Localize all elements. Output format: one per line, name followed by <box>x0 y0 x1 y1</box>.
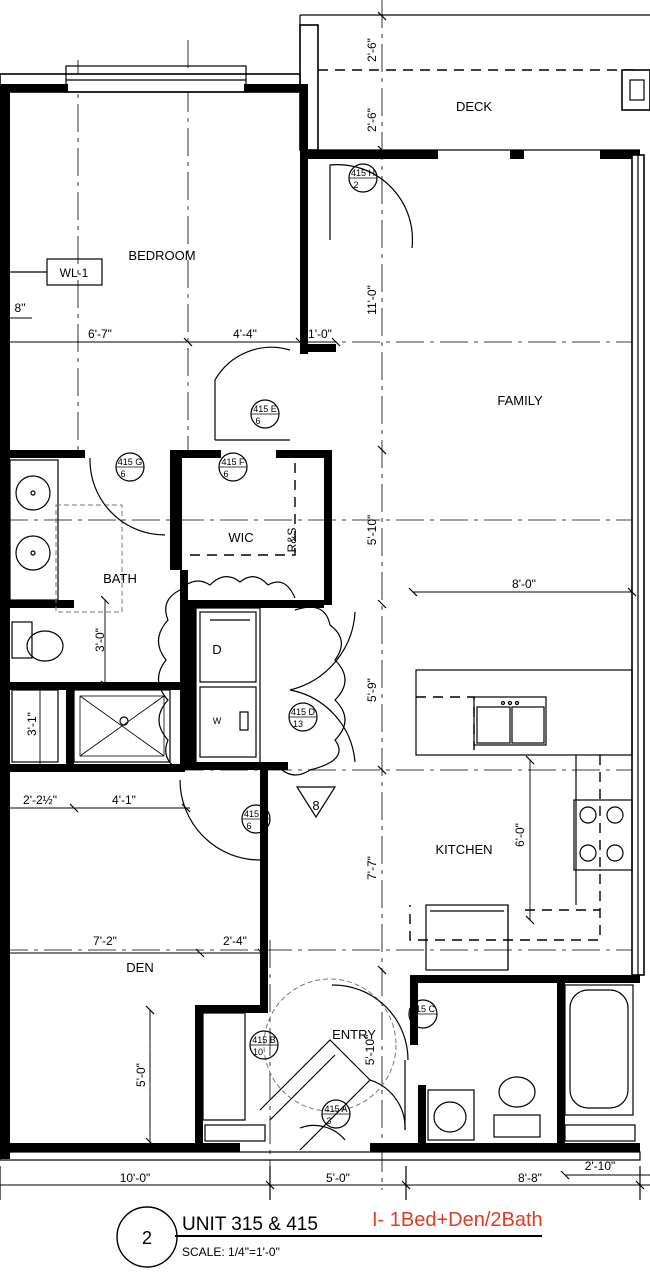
door-tag-a-num: 3 <box>326 1116 331 1126</box>
dimension-ticks <box>0 11 645 1200</box>
dim-den-5-0: 5'-0" <box>134 1063 148 1087</box>
scale-label: SCALE: 1/4"=1'-0" <box>182 1245 280 1259</box>
door-tag-a-top: 415 A <box>324 1104 347 1114</box>
room-label-wic: WIC <box>228 530 253 545</box>
door-tag-b-num: 10 <box>253 1047 263 1057</box>
unit-type-label: I- 1Bed+Den/2Bath <box>372 1209 543 1231</box>
appliance-label-washer: W <box>213 716 222 726</box>
dim-den-2-4: 2'-4" <box>223 934 247 948</box>
wl-tag: WL-1 <box>60 266 89 280</box>
door-tag-b-top: 415 B <box>252 1035 276 1045</box>
room-label-rs: R&S <box>285 528 299 553</box>
room-label-bedroom: BEDROOM <box>128 248 195 263</box>
door-tag-c-den-num: 6 <box>246 821 251 831</box>
keynote-triangle <box>295 786 337 819</box>
dim-kitchen-depth: 7'-7" <box>365 856 379 880</box>
fixtures <box>9 459 634 1141</box>
dim-deck-b: 2'-6" <box>365 108 379 132</box>
room-label-deck: DECK <box>456 99 492 114</box>
door-tag-e-top: 415 E <box>253 404 277 414</box>
dim-bedroom-right: 4'-4" <box>233 327 257 341</box>
dim-linen: 3'-1" <box>25 712 39 736</box>
dim-deck-a: 2'-6" <box>365 38 379 62</box>
dim-entry-5-10: 5'-10" <box>363 1035 377 1066</box>
door-tag-h: 415 H 2 <box>348 163 378 193</box>
dim-bath-2-2-half: 2'-2½" <box>23 793 57 807</box>
door-tag-d-num: 13 <box>293 719 303 729</box>
door-tag-g-top: 415 G <box>118 457 143 467</box>
room-labels: BEDROOM FAMILY DECK BATH WIC KITCHEN DEN… <box>103 99 543 1042</box>
room-label-den: DEN <box>126 960 153 975</box>
door-tag-h-num: 2 <box>353 180 358 190</box>
room-label-bath: BATH <box>103 571 137 586</box>
dimension-lines <box>0 317 650 1186</box>
door-tag-c-bath-num: 6 <box>413 1016 418 1026</box>
keynote-number: 8 <box>312 798 319 813</box>
door-tag-a: 415 A 3 <box>321 1099 351 1129</box>
dim-wic-depth: 5'-10" <box>365 515 379 546</box>
door-tag-g-num: 6 <box>120 469 125 479</box>
annotation-tags: WL-1 8 <box>10 258 337 819</box>
door-tag-h-top: 415 H <box>351 168 375 178</box>
door-tag-e: 415 E 6 <box>250 399 280 429</box>
door-tag-c-bath: 415 C 6 <box>408 999 438 1029</box>
dim-counter-width: 8'-0" <box>512 577 536 591</box>
room-label-family: FAMILY <box>497 393 543 408</box>
door-tag-b: 415 B 10 <box>249 1030 279 1060</box>
dim-den-7-2: 7'-2" <box>93 934 117 948</box>
dim-overall-8-8: 8'-8" <box>518 1171 542 1185</box>
room-label-entry: ENTRY <box>332 1027 376 1042</box>
dim-bath-4-1: 4'-1" <box>112 793 136 807</box>
dim-overall-5-0: 5'-0" <box>326 1171 350 1185</box>
door-tag-g: 415 G 6 <box>115 452 145 482</box>
door-tag-f-top: 415 F <box>221 457 245 467</box>
door-tag-c-den: 415 C 6 <box>241 804 271 834</box>
dim-family-depth: 11'-0" <box>365 285 379 315</box>
dim-bedroom-left: 6'-7" <box>88 327 112 341</box>
dim-small-8: 8" <box>15 301 26 315</box>
room-label-kitchen: KITCHEN <box>435 842 492 857</box>
dim-overall-2-10: 2'-10" <box>585 1159 616 1173</box>
door-tag-c-bath-top: 415 C <box>411 1004 436 1014</box>
door-tag-f: 415 F 6 <box>218 452 248 482</box>
exterior-walls <box>0 65 645 1161</box>
door-tag-d-top: 415 D <box>291 707 316 717</box>
dim-overall-10-0: 10'-0" <box>120 1171 151 1185</box>
door-tag-f-num: 6 <box>223 469 228 479</box>
interior-walls <box>10 344 640 1145</box>
door-tag-c-den-top: 415 C <box>244 809 269 819</box>
dim-kitchen-6-0: 6'-0" <box>513 823 527 847</box>
drawing-number: 2 <box>142 1228 152 1248</box>
door-tags: 415 H 2 415 E 6 415 G 6 415 F 6 415 D 13 <box>115 163 438 1129</box>
door-tag-e-num: 6 <box>255 416 260 426</box>
deck <box>299 14 650 159</box>
dim-closet-jog: 1'-0" <box>308 327 332 341</box>
door-tag-d: 415 D 13 <box>288 702 318 732</box>
dim-laundry-depth: 5'-9" <box>365 678 379 702</box>
doors <box>89 164 414 1151</box>
appliance-label-dryer: D <box>212 642 221 657</box>
unit-title: UNIT 315 & 415 <box>182 1214 318 1235</box>
dimension-labels: 2'-6" 2'-6" 11'-0" 6'-7" 4'-4" 1'-0" 8" … <box>15 38 616 1185</box>
center-lines <box>0 0 640 1190</box>
dim-bath-3-0: 3'-0" <box>93 628 107 652</box>
title-block: 2 UNIT 315 & 415 I- 1Bed+Den/2Bath SCALE… <box>116 1206 543 1268</box>
